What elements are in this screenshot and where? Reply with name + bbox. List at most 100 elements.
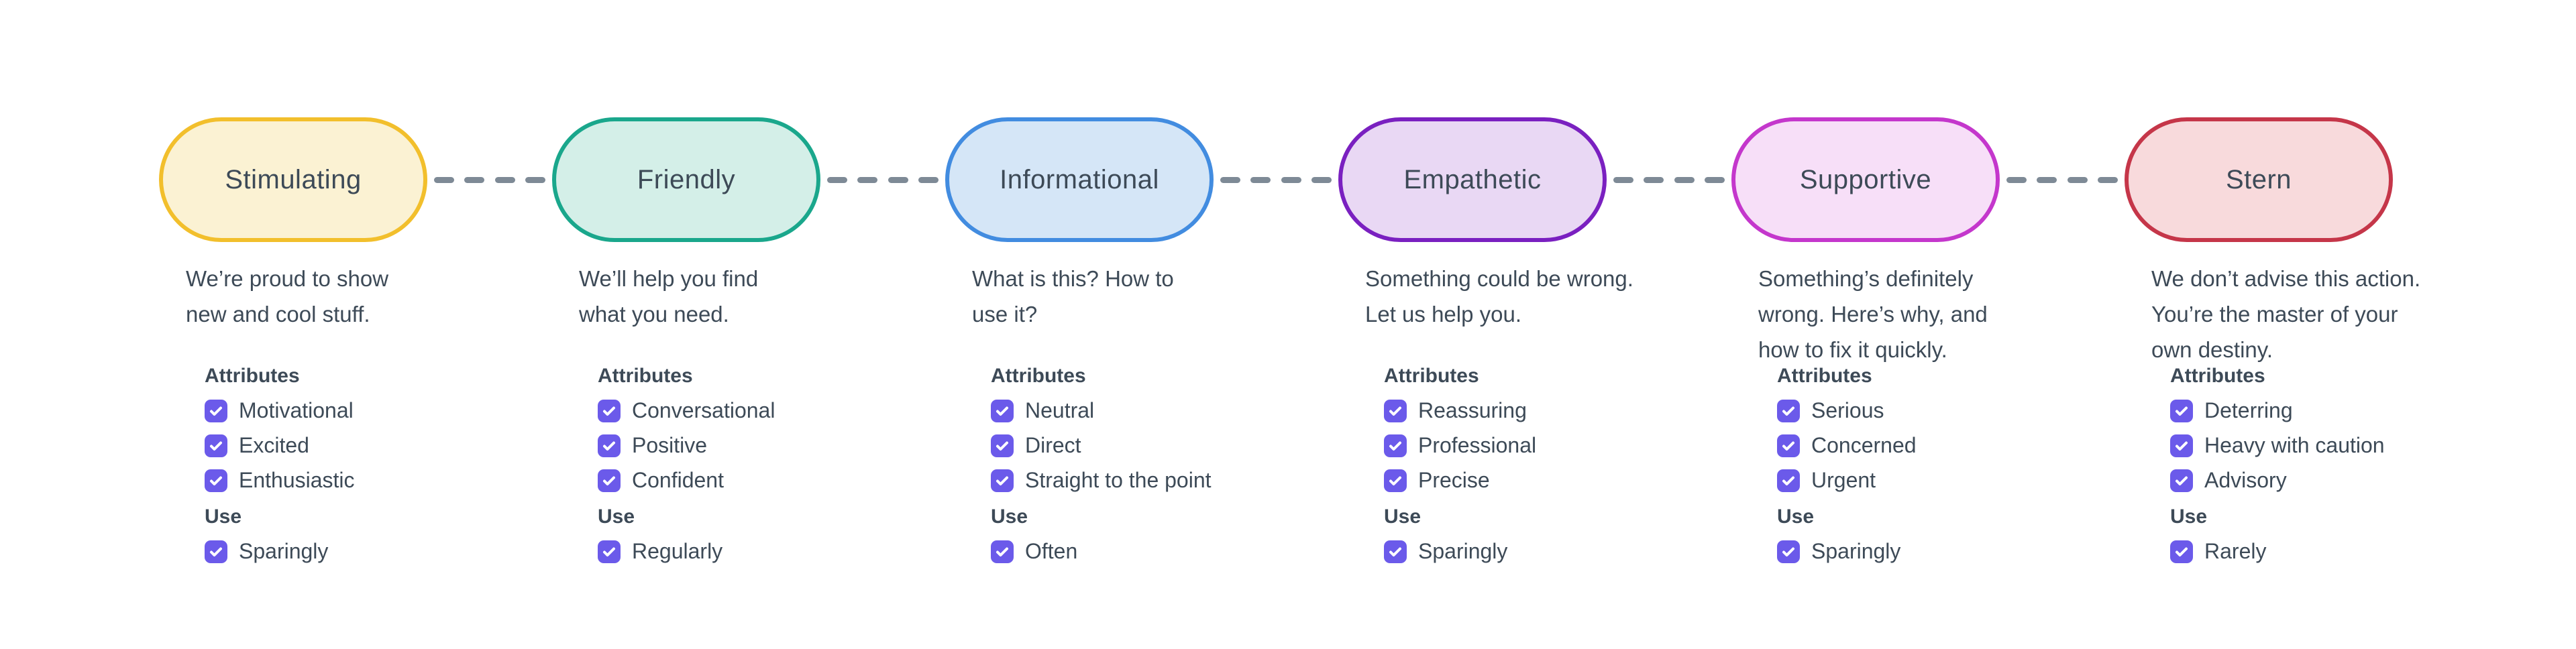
attribute-label: Urgent	[1811, 468, 1876, 492]
attribute-checkbox[interactable]	[991, 469, 1014, 492]
attribute-label: Deterring	[2204, 398, 2293, 422]
use-label: Rarely	[2204, 539, 2267, 563]
attribute-row: Straight to the point	[991, 468, 1212, 493]
attribute-label: Positive	[632, 433, 708, 457]
checkmark-icon	[1782, 547, 1794, 556]
tone-description-line: what you need.	[579, 302, 729, 327]
connector-dash	[525, 176, 545, 183]
attribute-label: Professional	[1418, 433, 1537, 457]
attribute-row: Heavy with caution	[2170, 433, 2385, 458]
attribute-checkbox[interactable]	[1777, 399, 1800, 422]
use-label: Sparingly	[1811, 539, 1901, 563]
use-checkbox[interactable]	[1384, 540, 1407, 563]
checkmark-icon	[1389, 547, 1401, 556]
use-section: Use Regularly	[598, 505, 722, 564]
use-checkbox[interactable]	[991, 540, 1014, 563]
connector-friendly-informational	[820, 175, 945, 184]
attribute-row: Concerned	[1777, 433, 1917, 458]
attribute-label: Concerned	[1811, 433, 1917, 457]
tone-description: What is this? How to use it?	[972, 261, 1174, 332]
attribute-label: Conversational	[632, 398, 775, 422]
attribute-row: Enthusiastic	[205, 468, 355, 493]
attribute-checkbox[interactable]	[2170, 434, 2193, 457]
checkmark-icon	[1782, 476, 1794, 485]
attribute-checkbox[interactable]	[2170, 469, 2193, 492]
attribute-checkbox[interactable]	[991, 399, 1014, 422]
attribute-checkbox[interactable]	[205, 399, 227, 422]
checkmark-icon	[2176, 441, 2188, 451]
tone-description-line: own destiny.	[2151, 337, 2273, 362]
attribute-checkbox[interactable]	[205, 469, 227, 492]
attributes-heading: Attributes	[598, 365, 693, 387]
attribute-checkbox[interactable]	[1777, 469, 1800, 492]
use-checkbox[interactable]	[2170, 540, 2193, 563]
use-checkbox[interactable]	[1777, 540, 1800, 563]
use-checkbox[interactable]	[205, 540, 227, 563]
use-section: Use Often	[991, 505, 1077, 564]
attribute-row: Deterring	[2170, 398, 2385, 423]
attribute-checkbox[interactable]	[991, 434, 1014, 457]
attribute-label: Advisory	[2204, 468, 2287, 492]
attribute-label: Reassuring	[1418, 398, 1527, 422]
attribute-checkbox[interactable]	[205, 434, 227, 457]
tone-column-stern: Stern We don’t advise this action. You’r…	[2125, 117, 2420, 587]
connector-dash	[1311, 176, 1332, 183]
connector-dash	[2037, 176, 2057, 183]
attribute-checkbox[interactable]	[1384, 434, 1407, 457]
attributes-section: Attributes Deterring Heavy with caution …	[2170, 364, 2385, 493]
checkmark-icon	[603, 476, 615, 485]
attribute-row: Precise	[1384, 468, 1536, 493]
tone-description-line: Something’s definitely	[1758, 266, 1974, 291]
tone-name: Stimulating	[225, 164, 362, 194]
use-section: Use Rarely	[2170, 505, 2266, 564]
tone-name: Informational	[1000, 164, 1159, 194]
attribute-row: Confident	[598, 468, 775, 493]
connector-dash	[888, 176, 908, 183]
checkmark-icon	[210, 547, 222, 556]
use-section: Use Sparingly	[205, 505, 328, 564]
tone-name: Empathetic	[1403, 164, 1542, 194]
attribute-checkbox[interactable]	[598, 434, 621, 457]
attribute-row: Conversational	[598, 398, 775, 423]
attribute-checkbox[interactable]	[598, 399, 621, 422]
attribute-checkbox[interactable]	[2170, 399, 2193, 422]
connector-dash	[918, 176, 938, 183]
attribute-checkbox[interactable]	[1777, 434, 1800, 457]
tone-description-line: use it?	[972, 302, 1038, 327]
connector-informational-empathetic	[1214, 175, 1338, 184]
tone-description: We’re proud to show new and cool stuff.	[186, 261, 388, 332]
tone-name: Stern	[2225, 164, 2292, 194]
tone-description: Something could be wrong. Let us help yo…	[1365, 261, 1633, 332]
connector-stimulating-friendly	[427, 175, 552, 184]
connector-dash	[1250, 176, 1271, 183]
tone-pill-informational: Informational	[945, 117, 1214, 242]
attribute-row: Urgent	[1777, 468, 1917, 493]
checkmark-icon	[1389, 406, 1401, 416]
tone-description-line: how to fix it quickly.	[1758, 337, 1947, 362]
use-heading: Use	[1384, 506, 1421, 528]
use-row: Regularly	[598, 539, 722, 564]
use-heading: Use	[2170, 506, 2208, 528]
checkmark-icon	[996, 547, 1008, 556]
attribute-label: Excited	[239, 433, 309, 457]
checkmark-icon	[1389, 476, 1401, 485]
attribute-checkbox[interactable]	[1384, 469, 1407, 492]
attribute-row: Professional	[1384, 433, 1536, 458]
tone-description-line: Something could be wrong.	[1365, 266, 1633, 291]
tone-pill-supportive: Supportive	[1731, 117, 2000, 242]
tone-description: We don’t advise this action. You’re the …	[2151, 261, 2420, 367]
use-section: Use Sparingly	[1777, 505, 1900, 564]
attribute-label: Straight to the point	[1025, 468, 1212, 492]
tone-description-line: You’re the master of your	[2151, 302, 2398, 327]
attributes-heading: Attributes	[1384, 365, 1479, 387]
attribute-row: Excited	[205, 433, 355, 458]
connector-supportive-stern	[2000, 175, 2125, 184]
tone-description-line: Let us help you.	[1365, 302, 1521, 327]
connector-dash	[2097, 176, 2118, 183]
attribute-checkbox[interactable]	[1384, 399, 1407, 422]
attribute-label: Enthusiastic	[239, 468, 355, 492]
tone-description-line: We’ll help you find	[579, 266, 759, 291]
attribute-checkbox[interactable]	[598, 469, 621, 492]
tone-column-informational: Informational What is this? How to use i…	[945, 117, 1214, 587]
use-checkbox[interactable]	[598, 540, 621, 563]
